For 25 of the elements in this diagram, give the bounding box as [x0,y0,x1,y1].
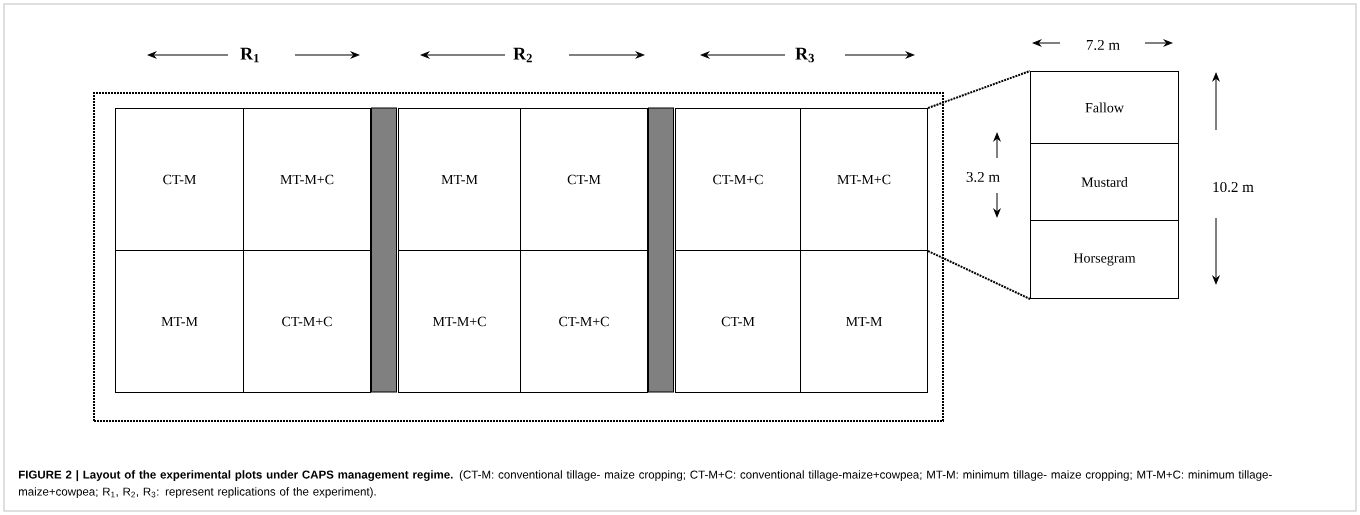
dimension-label: 7.2 m [1086,39,1120,51]
plot-cell: CT-M [675,250,801,393]
plot-cell: MT-M+C [243,108,371,251]
plot-cell: MT-M+C [398,250,521,393]
plot-cell: MT-M [800,250,928,393]
dimension-label: R$_{1}$ [240,47,259,63]
caption: FIGURE 2 | Layout of the experimental plots under CAPS management regime. (CT-M: conventional tillage- maize cropping; CT-M+C: conventional tillage-maize+cowpea; MT-M: minimum tillage- maize cropping; MT-M+C: minimum tillage-maize+cowpea; R$_{1}$, R$_{2}$, R$_{3}$: represent replications of the experiment). [18,470,1272,498]
dimension-label: R$_{2}$ [513,47,532,63]
dimension-label: 3.2 m [966,171,1000,183]
plot-cell: CT-M [115,108,244,251]
plot-cell: CT-M+C [243,250,371,393]
zoom-line [927,250,1031,300]
plot-cell: CT-M+C [675,108,801,251]
dotted-outline [93,92,944,422]
dimension-label: 10.2 m [1213,181,1254,193]
plot-cell: CT-M+C [520,250,648,393]
dimension-label: R$_{3}$ [795,47,814,63]
zoom-line [927,70,1031,109]
inset-cell: Horsegram [1030,220,1179,299]
plot-cell: MT-M+C [800,108,928,251]
inset-cell: Mustard [1030,143,1179,221]
plot-cell: MT-M [115,250,244,393]
plot-cell: CT-M [520,108,648,251]
inset-cell: Fallow [1030,71,1179,144]
plot-cell: MT-M [398,108,521,251]
